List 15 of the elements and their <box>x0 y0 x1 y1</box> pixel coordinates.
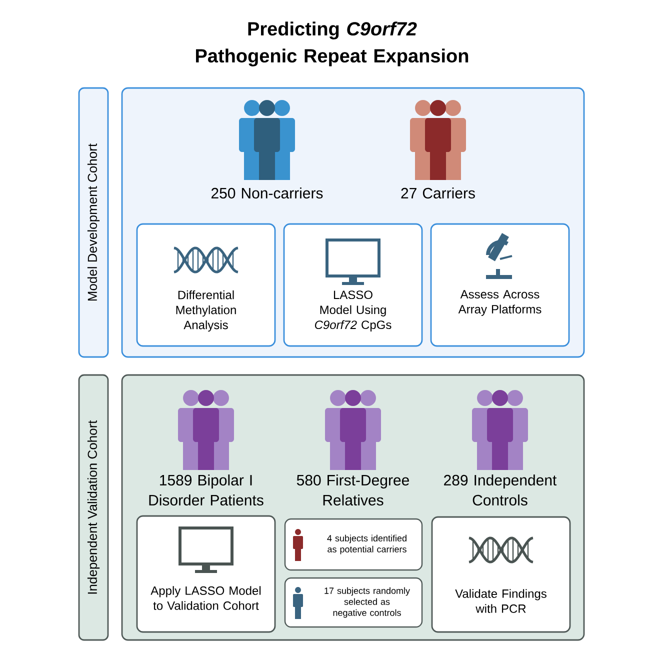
group-label: 580 First-Degree Relatives <box>296 474 409 506</box>
step-box: LASSO Model Using C9orf72 CpGs <box>283 223 423 347</box>
step-box: Validate Findings with PCR <box>431 516 571 633</box>
title: Predicting C9orf72 Pathogenic Repeat Expansion <box>196 22 468 66</box>
group-label: 27 Carriers <box>401 188 475 198</box>
step-box: Assess Across Array Platforms <box>430 223 570 347</box>
cohort-label-box: Model Development Cohort <box>78 87 109 358</box>
group-label: 250 Non-carriers <box>211 188 323 198</box>
note-box: 4 subjects identified as potential carriers <box>284 518 423 571</box>
cohort-label-box: Independent Validation Cohort <box>78 374 109 641</box>
step-box: Apply LASSO Model to Validation Cohort <box>136 515 276 633</box>
group-label: 1589 Bipolar I Disorder Patients <box>149 474 264 506</box>
group-label: 289 Independent Controls <box>444 474 557 506</box>
note-box: 17 subjects randomly selected as negative controls <box>284 577 423 628</box>
step-box: Differential Methylation Analysis <box>136 223 276 347</box>
